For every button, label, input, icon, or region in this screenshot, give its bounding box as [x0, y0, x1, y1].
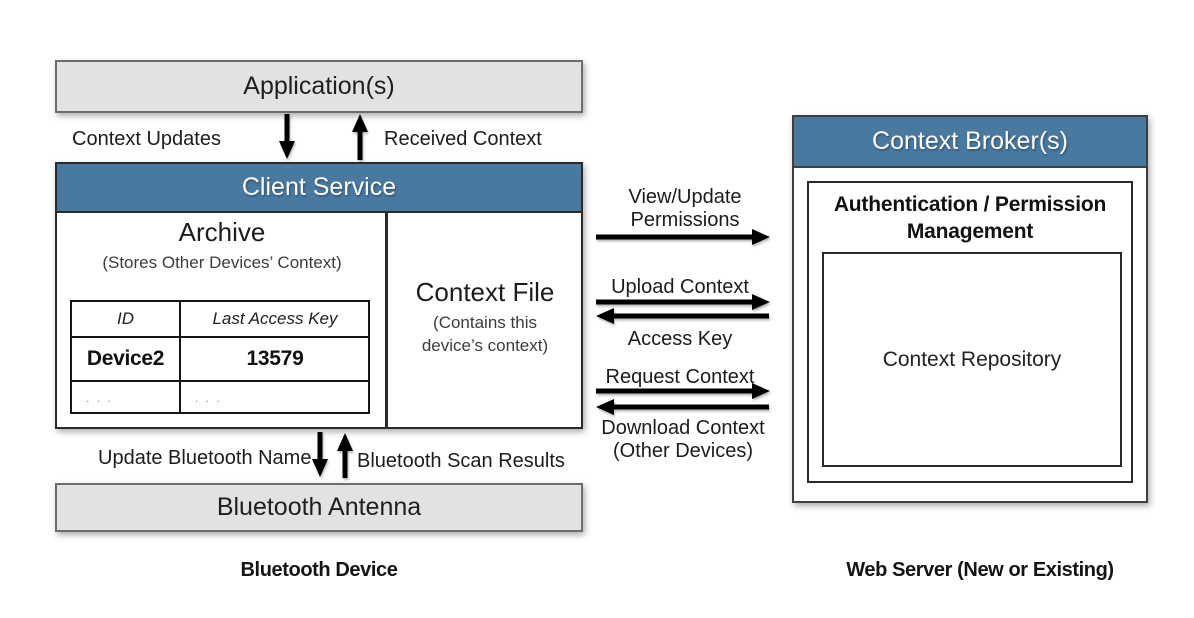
- bluetooth-scan-results-label: Bluetooth Scan Results: [357, 450, 565, 472]
- archive-table-row-device: Device2: [72, 338, 181, 382]
- archive-table: ID Last Access Key Device2 13579 . . . .…: [70, 300, 370, 414]
- bluetooth-antenna-box: Bluetooth Antenna: [55, 483, 583, 532]
- context-updates-label: Context Updates: [72, 128, 221, 150]
- archive-table-row-key: 13579: [181, 338, 369, 382]
- context-repository-label: Context Repository: [882, 347, 1062, 371]
- client-service-label: Client Service: [241, 173, 397, 201]
- client-service-divider: [385, 211, 388, 429]
- web-server-caption: Web Server (New or Existing): [846, 559, 1114, 581]
- context-broker-label: Context Broker(s): [872, 127, 1068, 155]
- archive-table-ellipsis-id: . . .: [72, 382, 181, 413]
- context-repository-box: Context Repository: [822, 252, 1122, 467]
- context-broker-header: Context Broker(s): [794, 117, 1146, 168]
- download-context-label: Download Context (Other Devices): [601, 417, 765, 462]
- archive-title: Archive: [178, 217, 266, 247]
- update-bluetooth-name-label: Update Bluetooth Name: [98, 447, 312, 469]
- bluetooth-antenna-label: Bluetooth Antenna: [216, 493, 422, 521]
- view-update-permissions-label: View/Update Permissions: [628, 186, 742, 231]
- archive-table-header-id: ID: [72, 302, 181, 338]
- application-box: Application(s): [55, 60, 583, 113]
- auth-permission-title: Authentication / Permission Management: [833, 193, 1107, 243]
- request-context-label: Request Context: [605, 366, 755, 388]
- context-file-title: Context File: [415, 277, 555, 307]
- bluetooth-device-caption: Bluetooth Device: [240, 559, 398, 581]
- archive-table-header-key: Last Access Key: [181, 302, 369, 338]
- application-label: Application(s): [243, 72, 395, 100]
- upload-context-label: Upload Context: [611, 276, 749, 298]
- access-key-label: Access Key: [627, 328, 733, 350]
- client-service-header: Client Service: [57, 164, 581, 213]
- received-context-label: Received Context: [384, 128, 542, 150]
- archive-subtitle: (Stores Other Devices’ Context): [102, 253, 342, 272]
- archive-table-ellipsis-key: . . .: [195, 390, 222, 405]
- context-file-subtitle-line2: device’s context): [421, 336, 549, 355]
- context-file-subtitle-line1: (Contains this: [433, 313, 537, 332]
